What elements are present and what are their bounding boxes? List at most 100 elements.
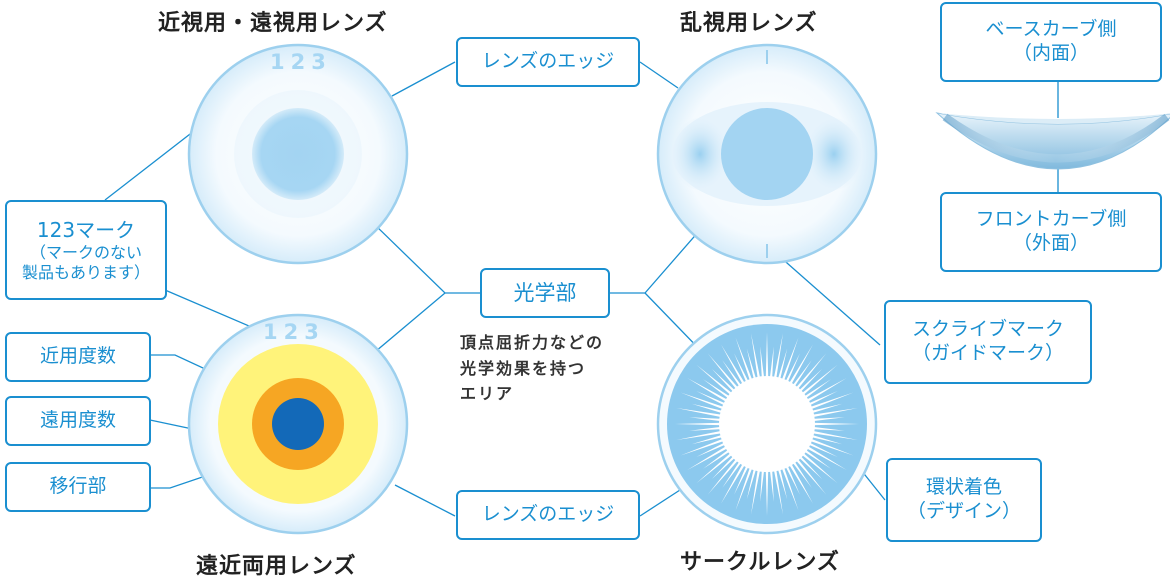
circle-lens-spike [675,422,728,426]
label-optical-zone-text: 光学部 [513,280,577,305]
title-circle-lens: サークルレンズ [680,550,840,575]
astigmatism-lens [656,43,878,265]
circle-lens-spike [775,348,788,386]
label-123-mark-line-1: 123マーク [36,217,136,242]
label-front-curve: フロントカーブ側 （外面） [940,192,1162,272]
circle-lens-spike [691,403,729,416]
circle-lens-spike [769,463,774,502]
lens-mark-123-bottom: 123 [263,320,325,344]
optical-desc-line-1: 頂点屈折力などの [460,333,605,352]
label-front-curve-line-1: フロントカーブ側 [975,208,1127,231]
circle-lens-spike [796,448,838,484]
circle-lens-spike [676,429,728,440]
circle-lens-spike [735,461,755,511]
circle-lens-spike [794,368,823,397]
label-lens-edge-top: レンズのエッジ [456,37,640,87]
optical-zone-description: 頂点屈折力などの 光学効果を持つ エリア [460,330,604,407]
lens-side-view [935,112,1170,170]
label-base-curve-line-1: ベースカーブ側 [985,18,1117,41]
circle-lens-spike [791,353,827,395]
label-scribe-mark-line-1: スクライブマーク [911,318,1064,341]
bifocal-lens [187,313,409,535]
circle-lens-spike [722,455,746,488]
circle-lens-spike [772,333,783,385]
circle-lens-spike [806,417,845,422]
title-bifocal-lens: 遠近両用レンズ [196,554,357,579]
circle-lens-spike [689,426,728,431]
circle-lens-spike [802,391,838,409]
circle-lens-spike [800,442,847,470]
circle-lens-spike [800,378,847,406]
circle-lens-spike [806,426,845,431]
label-scribe-mark: スクライブマーク （ガイドマーク） [884,300,1092,384]
label-near-power: 近用度数 [5,332,151,382]
circle-lens-spike [806,408,858,419]
label-far-power-text: 遠用度数 [39,409,116,432]
circle-lens-spike [676,408,728,419]
circle-lens-spike [798,445,831,469]
label-ring-coloring-line-2: （デザイン） [906,500,1021,522]
circle-lens-spike [711,368,740,397]
circle-lens-spike [788,360,812,393]
circle-lens-spike [746,348,759,386]
label-lens-edge-bottom-text: レンズのエッジ [481,503,615,526]
circle-lens-spike [751,333,762,385]
circle-lens-spike [765,332,769,385]
circle-lens-spike [804,436,854,456]
circle-lens-spike [806,422,859,426]
circle-lens-spike [746,462,759,500]
label-front-curve-line-2: （外面） [1012,232,1089,254]
circle-lens-spike [691,432,729,445]
label-base-curve-line-2: （内面） [1012,42,1089,64]
label-ring-coloring: 環状着色 （デザイン） [886,458,1042,542]
circle-lens-spike [703,379,736,403]
circle-lens-spike [772,463,783,515]
circle-lens-spike [696,439,732,457]
label-transition-zone: 移行部 [5,462,151,512]
circle-lens-spike [722,360,746,393]
circle-lens-spike [791,453,827,495]
circle-lens-spike [680,436,730,456]
label-near-power-text: 近用度数 [39,345,116,368]
circle-lens-spike [804,392,854,412]
circle-lens-spike [805,432,843,445]
circle-lens-spike [703,445,736,469]
circle-lens-spike [785,344,813,391]
optical-desc-line-2: 光学効果を持つ [460,358,587,378]
label-scribe-mark-line-2: （ガイドマーク） [911,342,1064,364]
circle-lens-spike [711,451,740,480]
circle-lens-spike [734,459,752,495]
circle-lens-spike [721,344,749,391]
circle-lens-spike [775,462,788,500]
label-transition-zone-text: 移行部 [49,475,107,498]
circle-lens-spike [687,442,734,470]
circle-lens-spike [806,429,858,440]
circle-lens-spike [785,457,813,504]
circle-lens-spike [765,463,769,516]
circle-lens-spike [721,457,749,504]
circle-lens-spike [696,364,738,400]
near-far-lens [187,43,409,265]
label-optical-zone: 光学部 [480,268,610,318]
circle-lens-spike [696,391,732,409]
optical-desc-line-3: エリア [460,384,515,404]
circle-lens-spike [798,379,831,403]
lens-mark-123-top: 123 [270,50,332,74]
circle-lens-spike [751,463,762,515]
circle-lens [656,313,878,535]
circle-lens-spike [779,337,799,387]
circle-lens-spike [782,353,800,389]
label-base-curve: ベースカーブ側 （内面） [940,2,1162,82]
title-astigmatism-lens: 乱視用レンズ [680,11,818,36]
circle-lens-spike [760,463,765,502]
label-123-mark-line-2: （マークのない [29,242,142,262]
circle-lens-spike [734,353,752,389]
circle-lens-spike [802,439,838,457]
circle-lens-spike [782,459,800,495]
circle-lens-spike [794,451,823,480]
title-near-far-lens: 近視用・遠視用レンズ [158,11,388,36]
circle-lens-spike [805,403,843,416]
circle-lens-spike [680,392,730,412]
circle-lens-spike [687,378,734,406]
